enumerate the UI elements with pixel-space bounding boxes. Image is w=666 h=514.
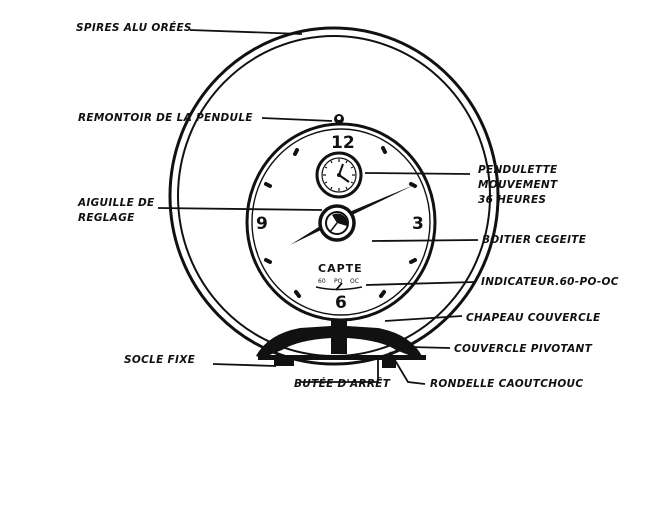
scale-right: OC <box>350 278 359 285</box>
numeral-9: 9 <box>256 214 268 234</box>
label-spires: SPIRES ALU ORÉES <box>76 21 192 34</box>
label-boitier: BOITIER CEGEITE <box>482 234 587 246</box>
hour-ticks <box>264 146 417 298</box>
center-knob <box>318 204 356 242</box>
capte-indicator: CAPTE 60 PO OC <box>315 262 363 291</box>
stand <box>256 320 426 368</box>
label-butee: BUTÉE D'ARRÊT <box>294 376 391 390</box>
label-indicateur: INDICATEUR.60-PO-OC <box>481 276 619 288</box>
label-chapeau: CHAPEAU COUVERCLE <box>466 312 601 324</box>
label-aiguille-1: AIGUILLE DE <box>77 197 155 209</box>
numeral-3: 3 <box>412 214 424 234</box>
label-socle: SOCLE FIXE <box>124 354 196 366</box>
scale-mid: PO <box>334 278 343 285</box>
leader-lines <box>157 29 479 385</box>
numeral-12: 12 <box>331 133 355 153</box>
scale-left: 60 <box>318 278 326 285</box>
label-pendulette-1: PENDULETTE <box>478 164 558 176</box>
label-pendulette-2: MOUVEMENT <box>478 179 558 191</box>
capte-label: CAPTE <box>318 262 363 275</box>
numeral-6: 6 <box>335 293 347 313</box>
label-pendulette-3: 36 HEURES <box>478 194 546 206</box>
label-couvercle: COUVERCLE PIVOTANT <box>454 343 593 355</box>
label-aiguille-2: REGLAGE <box>78 212 135 224</box>
small-clock <box>315 151 363 199</box>
label-rondelle: RONDELLE CAOUTCHOUC <box>430 378 583 390</box>
label-remontoir: REMONTOIR DE LA PENDULE <box>78 112 253 124</box>
winding-knob <box>334 114 344 124</box>
